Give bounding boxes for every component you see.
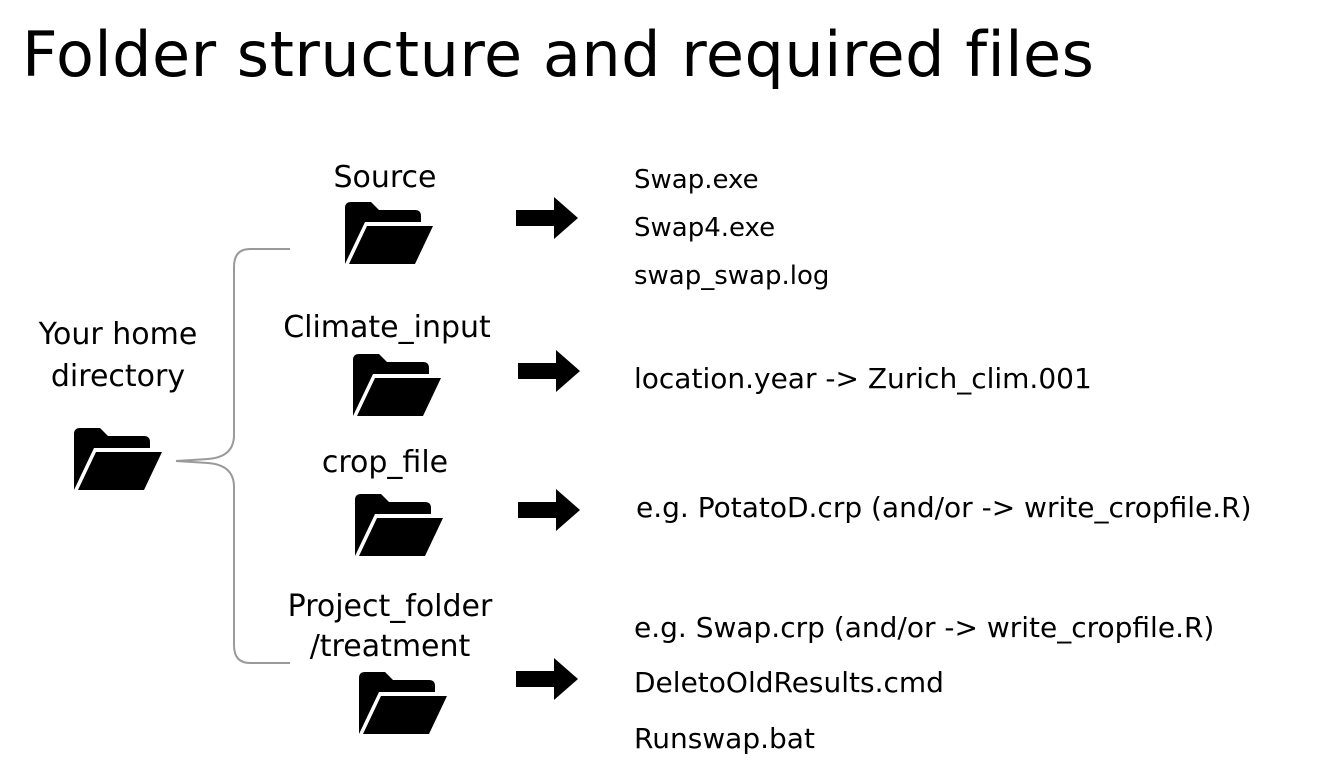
file-name: DeletoOldResults.cmd bbox=[634, 666, 944, 699]
folder-tree-brace bbox=[175, 248, 290, 664]
file-name: Swap4.exe bbox=[634, 213, 776, 243]
right-arrow-icon bbox=[516, 658, 578, 700]
folder-label-source: Source bbox=[333, 160, 437, 195]
right-arrow-icon bbox=[518, 350, 580, 392]
right-arrow-icon bbox=[518, 489, 580, 531]
folder-label-project-folder-line2: /treatment bbox=[309, 629, 471, 664]
home-directory-label-line1: Your home bbox=[38, 317, 198, 352]
file-name: e.g. PotatoD.crp (and/or -> write_cropfi… bbox=[636, 491, 1252, 524]
folder-open-icon bbox=[359, 672, 447, 734]
folder-open-icon bbox=[355, 494, 443, 556]
file-name: Swap.exe bbox=[634, 165, 759, 195]
folder-open-icon bbox=[74, 428, 162, 490]
folder-label-climate-input: Climate_input bbox=[283, 310, 491, 345]
home-directory-label: Your home directory bbox=[20, 314, 216, 398]
right-arrow-icon bbox=[516, 197, 578, 239]
file-name: swap_swap.log bbox=[634, 261, 830, 291]
folder-label-project-folder: Project_folder /treatment bbox=[270, 587, 510, 667]
slide-title: Folder structure and required files bbox=[22, 18, 1095, 91]
folder-open-icon bbox=[353, 354, 441, 416]
folder-label-crop-file: crop_file bbox=[321, 445, 449, 480]
file-name: location.year -> Zurich_clim.001 bbox=[634, 362, 1092, 395]
folder-open-icon bbox=[345, 202, 433, 264]
home-directory-label-line2: directory bbox=[50, 359, 186, 394]
folder-label-project-folder-line1: Project_folder bbox=[287, 589, 493, 624]
file-name: e.g. Swap.crp (and/or -> write_cropfile.… bbox=[634, 611, 1215, 644]
file-name: Runswap.bat bbox=[634, 722, 815, 755]
